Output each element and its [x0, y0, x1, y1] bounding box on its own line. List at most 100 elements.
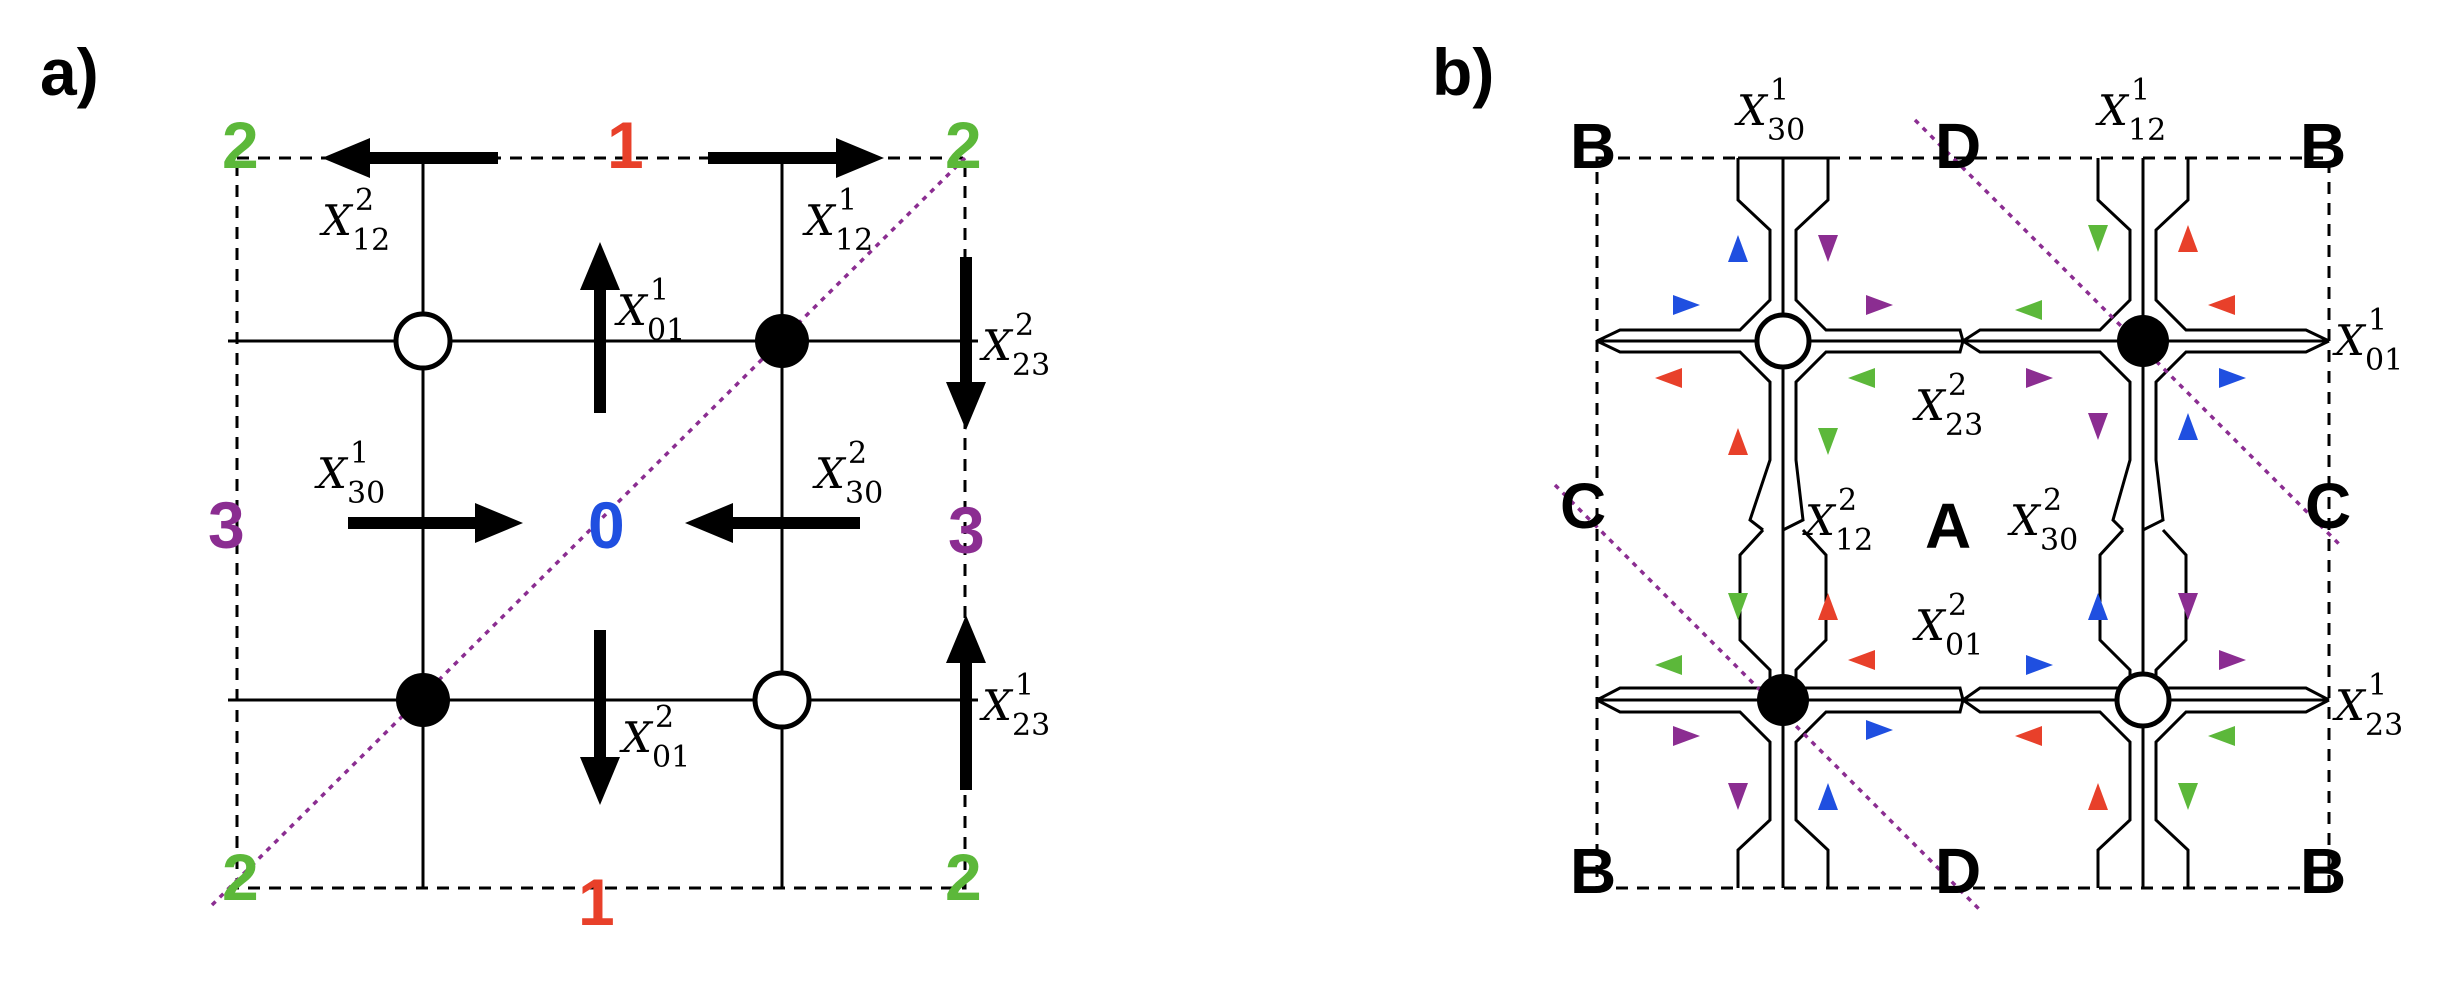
label-x23-1: X 23 1: [2332, 668, 2403, 743]
black-node: [1757, 674, 1809, 726]
arrow-x12-1: [708, 138, 884, 178]
white-node: [2114, 671, 2172, 729]
arrowhead-blue: [1818, 783, 1838, 810]
svg-text:12: 12: [835, 223, 873, 258]
arrowhead-red: [1655, 368, 1682, 388]
svg-text:1: 1: [2368, 303, 2387, 338]
svg-text:2: 2: [355, 183, 374, 218]
arrowhead-green: [2208, 726, 2235, 746]
arrowhead-purple: [2088, 413, 2108, 440]
arrowhead-purple: [1728, 783, 1748, 810]
svg-text:01: 01: [647, 313, 685, 348]
face-label-corner-top-left: 2: [222, 108, 259, 182]
svg-text:23: 23: [1012, 708, 1050, 743]
svg-text:X: X: [2095, 86, 2130, 135]
face-label-corner-bottom-left: 2: [222, 840, 259, 914]
panel-a: a): [40, 35, 1050, 939]
svg-text:1: 1: [2131, 73, 2150, 108]
label-x30-1: X 30 1: [1734, 73, 1805, 148]
arrowhead-green: [2178, 783, 2198, 810]
label-x30-2: X 30 2: [2007, 483, 2078, 558]
svg-text:X: X: [2332, 681, 2367, 730]
arrowhead-blue: [1728, 235, 1748, 262]
arrowhead-blue: [2088, 593, 2108, 620]
label-x01-2: X 01 2: [619, 700, 690, 775]
arrowhead-purple: [2219, 650, 2246, 670]
panel-a-boundary: [235, 156, 967, 890]
face-label-center: 0: [588, 488, 625, 562]
arrowhead-green: [2015, 300, 2042, 320]
svg-text:1: 1: [1770, 73, 1789, 108]
face-label-corner-top-right: 2: [945, 108, 982, 182]
region-label-b-top-right: B: [2300, 110, 2346, 182]
svg-text:30: 30: [347, 476, 385, 511]
svg-text:X: X: [2332, 316, 2367, 365]
label-x30-2: X 30 2: [812, 436, 883, 511]
label-x23-2: X 23 2: [1912, 368, 1983, 443]
svg-text:X: X: [1912, 601, 1947, 650]
region-label-c-right: C: [2305, 470, 2351, 542]
svg-text:2: 2: [1948, 588, 1967, 623]
label-x01-1: X 01 1: [614, 273, 685, 348]
arrowhead-blue: [1866, 720, 1893, 740]
black-node: [2117, 315, 2169, 367]
svg-text:X: X: [802, 196, 837, 245]
svg-text:2: 2: [2043, 483, 2062, 518]
arrow-x01-2: [580, 630, 620, 805]
face-label-corner-bottom-right: 2: [945, 840, 982, 914]
white-node: [393, 311, 453, 371]
white-node: [752, 670, 812, 730]
svg-text:X: X: [319, 196, 354, 245]
arrow-x30-2: [685, 503, 860, 543]
arrowhead-purple: [1818, 235, 1838, 262]
svg-text:X: X: [314, 449, 349, 498]
svg-text:01: 01: [2365, 343, 2403, 378]
svg-text:X: X: [619, 713, 654, 762]
arrowhead-red: [2208, 295, 2235, 315]
svg-text:2: 2: [1015, 308, 1034, 343]
face-label-bottom-mid: 1: [578, 865, 615, 939]
face-label-top-mid: 1: [607, 108, 644, 182]
label-x01-2: X 01 2: [1912, 588, 1983, 663]
svg-text:1: 1: [650, 273, 669, 308]
arrowhead-blue: [1673, 295, 1700, 315]
black-node: [755, 314, 809, 368]
arrowhead-blue: [2219, 368, 2246, 388]
svg-text:12: 12: [352, 223, 390, 258]
svg-text:12: 12: [2128, 113, 2166, 148]
colored-arrowheads: [1655, 225, 2246, 810]
white-node: [1754, 312, 1812, 370]
svg-text:X: X: [1912, 381, 1947, 430]
svg-text:1: 1: [838, 183, 857, 218]
arrow-x01-1: [580, 242, 620, 413]
panel-a-label: a): [40, 35, 99, 109]
arrowhead-green: [1848, 368, 1875, 388]
region-label-c-left: C: [1560, 470, 1606, 542]
label-x12-2: X 12 2: [1802, 483, 1873, 558]
arrowhead-red: [2015, 726, 2042, 746]
svg-text:X: X: [2007, 496, 2042, 545]
region-label-b-top-left: B: [1570, 110, 1616, 182]
svg-text:2: 2: [1838, 483, 1857, 518]
diagonal-line: [210, 156, 967, 907]
label-x30-1: X 30 1: [314, 436, 385, 511]
arrowhead-purple: [2026, 368, 2053, 388]
arrowhead-green: [1728, 593, 1748, 620]
svg-text:X: X: [1802, 496, 1837, 545]
arrow-x12-2: [322, 138, 498, 178]
label-x12-2: X 12 2: [319, 183, 390, 258]
arrowhead-green: [1655, 655, 1682, 675]
arrowhead-purple: [2178, 593, 2198, 620]
svg-text:X: X: [812, 449, 847, 498]
svg-text:2: 2: [1948, 368, 1967, 403]
label-x23-1: X 23 1: [979, 668, 1050, 743]
region-label-a-center: A: [1925, 490, 1971, 562]
region-label-b-bottom-left: B: [1570, 835, 1616, 907]
svg-text:1: 1: [1015, 668, 1034, 703]
svg-text:23: 23: [1945, 408, 1983, 443]
arrowhead-green: [2088, 225, 2108, 252]
label-x23-2: X 23 2: [979, 308, 1050, 383]
svg-text:X: X: [979, 321, 1014, 370]
svg-text:2: 2: [655, 700, 674, 735]
